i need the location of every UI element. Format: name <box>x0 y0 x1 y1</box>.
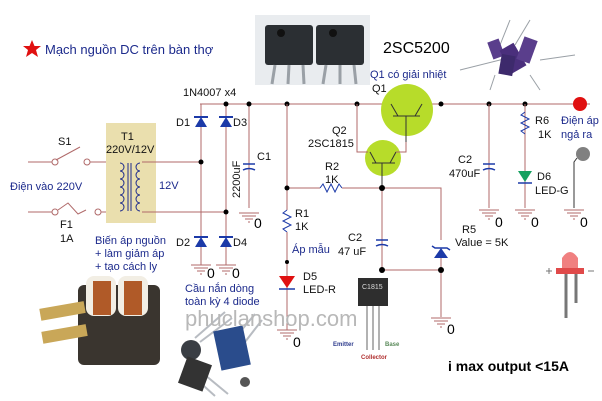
q2-transistor-icon <box>365 140 401 176</box>
capacitor-c2-mid <box>375 239 389 247</box>
bridge-desc-2: toàn kỳ 4 diode <box>185 296 260 308</box>
switch-label: S1 <box>58 136 71 148</box>
base-label: Base <box>385 342 400 348</box>
led-photo <box>546 252 594 318</box>
ground-label: 0 <box>531 214 539 230</box>
r5-value: Value = 5K <box>455 237 509 249</box>
r6-label: R6 <box>535 115 549 127</box>
d6-value: LED-G <box>535 185 569 197</box>
reference-branch <box>281 104 380 312</box>
c2-mid-label: C2 <box>348 232 362 244</box>
c1-value: 2200uF <box>231 160 243 198</box>
r2-value: 1K <box>325 174 339 186</box>
fuse-rating: 1A <box>60 233 74 245</box>
led-d6-icon <box>518 171 532 184</box>
zener-r5-icon <box>431 245 451 258</box>
led-d5-icon <box>279 276 295 290</box>
r1-value: 1K <box>295 221 309 233</box>
d1-label: D1 <box>176 117 190 129</box>
max-current-note: i max output <15A <box>448 358 569 374</box>
d5-label: D5 <box>303 271 317 283</box>
r2-label: R2 <box>325 161 339 173</box>
transformer-desc-1: Biến áp nguồn <box>95 235 166 247</box>
d2-label: D2 <box>176 237 190 249</box>
bridge-desc-1: Cầu nắn dòng <box>185 282 254 295</box>
transformer-rating: 220V/12V <box>106 144 155 156</box>
d4-label: D4 <box>233 237 247 249</box>
c2-mid-value: 47 uF <box>338 246 366 258</box>
fuse-label: F1 <box>60 219 73 231</box>
c2-out-value: 470uF <box>449 168 480 180</box>
diode-d2-icon <box>193 236 209 248</box>
watermark: phuclanshop.com <box>185 306 357 331</box>
diode-type-label: 1N4007 x4 <box>183 87 236 99</box>
transformer-desc-3: + tạo cách ly <box>95 261 158 273</box>
ground-label: 0 <box>293 334 301 350</box>
r1-label: R1 <box>295 208 309 220</box>
diode-d1-icon <box>193 116 209 128</box>
q2-value: 2SC1815 <box>308 138 354 150</box>
c1815-marking: C1815 <box>362 284 383 291</box>
capacitors-photo <box>459 19 576 91</box>
transistor-photo <box>255 15 370 85</box>
q1-note: Q1 có giải nhiệt <box>370 69 446 81</box>
c1-label: C1 <box>257 151 271 163</box>
ground-label: 0 <box>232 265 240 281</box>
q1-transistor-icon <box>381 84 433 136</box>
transformer-photo <box>39 276 160 365</box>
d6-label: D6 <box>537 171 551 183</box>
d5-value: LED-R <box>303 284 336 296</box>
capacitor-c1: C1 2200uF <box>231 151 271 198</box>
collector-label: Collector <box>361 355 388 361</box>
ground-label: 0 <box>580 214 588 230</box>
reference-voltage-label: Áp mẫu <box>292 243 330 256</box>
output-positive-terminal[interactable] <box>573 97 587 111</box>
title-block: Mạch nguồn DC trên bàn thợ <box>23 40 214 57</box>
output-ground-terminal[interactable] <box>576 147 590 161</box>
transformer-label: T1 <box>121 131 134 143</box>
c2-out-label: C2 <box>458 154 472 166</box>
star-icon <box>23 40 41 57</box>
output-label-1: Điện áp <box>561 115 599 127</box>
q1-label: Q1 <box>372 83 387 95</box>
d3-label: D3 <box>233 117 247 129</box>
ground-label: 0 <box>447 321 455 337</box>
page-title: Mạch nguồn DC trên bàn thợ <box>45 42 214 57</box>
diode-d3-icon <box>218 116 234 128</box>
transformer: T1 220V/12V <box>106 123 225 223</box>
emitter-label: Emitter <box>333 342 354 348</box>
r6-value: 1K <box>538 129 552 141</box>
c1815-photo: C1815 Emitter Base Collector <box>333 278 400 361</box>
diode-d4-icon <box>218 236 234 248</box>
capacitor-c2-out <box>482 163 496 171</box>
q1-part-number: 2SC5200 <box>383 40 450 57</box>
mains-label: Điện vào 220V <box>10 181 83 193</box>
ground-label: 0 <box>207 265 215 281</box>
secondary-voltage: 12V <box>159 180 179 192</box>
ground-label: 0 <box>495 214 503 230</box>
darlington-pair <box>356 84 444 317</box>
output-label-2: ngả ra <box>561 129 593 141</box>
ground-label: 0 <box>254 215 262 231</box>
q2-label: Q2 <box>332 125 347 137</box>
transformer-desc-2: + làm giảm áp <box>95 248 164 260</box>
r5-label: R5 <box>462 224 476 236</box>
bridge-rectifier-photo <box>177 311 263 397</box>
